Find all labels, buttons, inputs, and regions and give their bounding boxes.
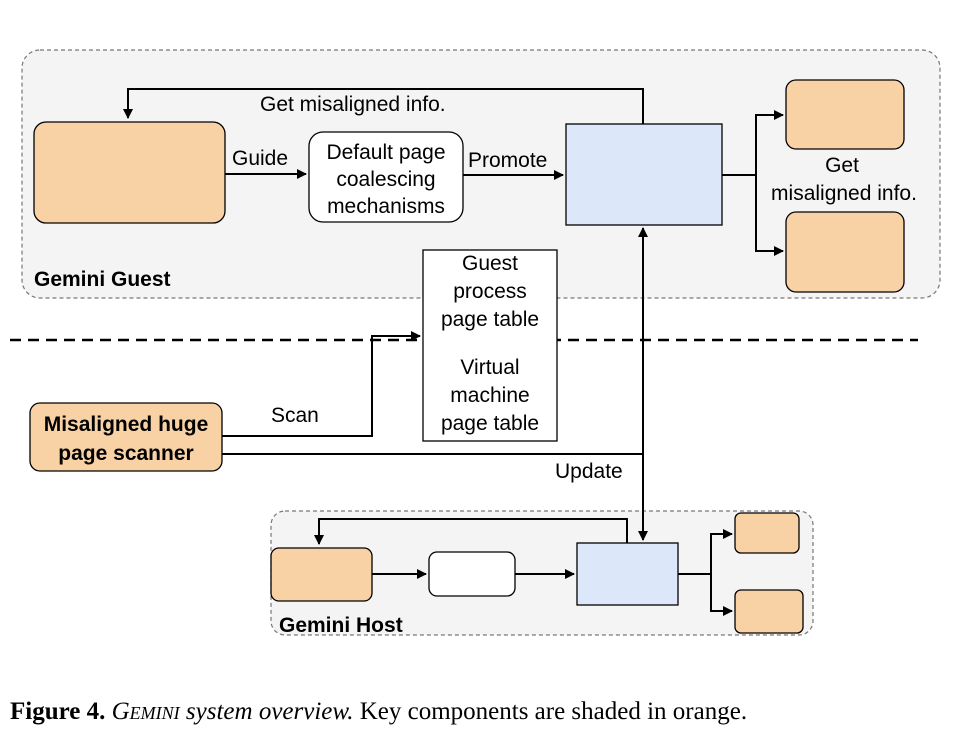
host-orange-output-top xyxy=(734,512,800,554)
host-feedback-arrow xyxy=(314,518,628,545)
fanout-arrow-bottom xyxy=(755,175,784,256)
page-table-box xyxy=(422,249,558,442)
update-label: Update xyxy=(555,460,623,483)
scanner-line1: Misaligned huge xyxy=(44,413,209,436)
promote-label: Promote xyxy=(468,149,547,172)
default-mechanisms-box xyxy=(308,131,464,223)
get-info-line2: misaligned info. xyxy=(771,182,917,205)
vm-page-table-line2: machine xyxy=(450,384,529,407)
vm-page-table-line1: Virtual xyxy=(460,356,519,379)
guest-page-table-line3: page table xyxy=(441,308,539,331)
scanner-line2: page scanner xyxy=(58,442,193,465)
host-orange-component xyxy=(270,547,373,602)
guide-label: Guide xyxy=(232,147,288,170)
scan-arrow xyxy=(222,331,421,437)
guest-orange-output-top xyxy=(785,79,905,150)
default-mechanisms-line3: mechanisms xyxy=(327,195,445,218)
guest-blue-component xyxy=(565,123,723,226)
host-orange-output-bottom xyxy=(734,589,804,634)
guest-region-label: Gemini Guest xyxy=(34,268,171,291)
caption-title-rest: system overview. xyxy=(179,698,354,725)
guest-orange-component xyxy=(33,121,226,224)
default-mechanisms-line1: Default page xyxy=(326,141,445,164)
fanout-arrow-top xyxy=(755,110,784,175)
caption-figure-number: Figure 4. xyxy=(10,698,106,725)
scan-label: Scan xyxy=(271,404,319,427)
feedback-arrow xyxy=(123,88,644,124)
host-fanout-top xyxy=(710,529,733,574)
vm-page-table-line3: page table xyxy=(441,412,539,435)
host-white-component xyxy=(428,551,516,597)
host-region-label: Gemini Host xyxy=(279,614,403,637)
caption-system-name: Gemini xyxy=(111,698,180,725)
feedback-label: Get misaligned info. xyxy=(260,93,446,116)
guest-page-table-line2: process xyxy=(453,280,527,303)
guest-page-table-line1: Guest xyxy=(462,252,518,275)
caption-body: Key components are shaded in orange. xyxy=(353,698,748,725)
figure-caption: Figure 4. Gemini system overview. Key co… xyxy=(10,698,950,726)
guest-orange-output-bottom xyxy=(785,211,905,293)
host-fanout-bottom xyxy=(710,574,733,616)
host-blue-component xyxy=(576,542,679,606)
get-info-line1: Get xyxy=(825,154,859,177)
caption-title: Gemini system overview. xyxy=(112,698,354,725)
default-mechanisms-line2: coalescing xyxy=(336,168,435,191)
